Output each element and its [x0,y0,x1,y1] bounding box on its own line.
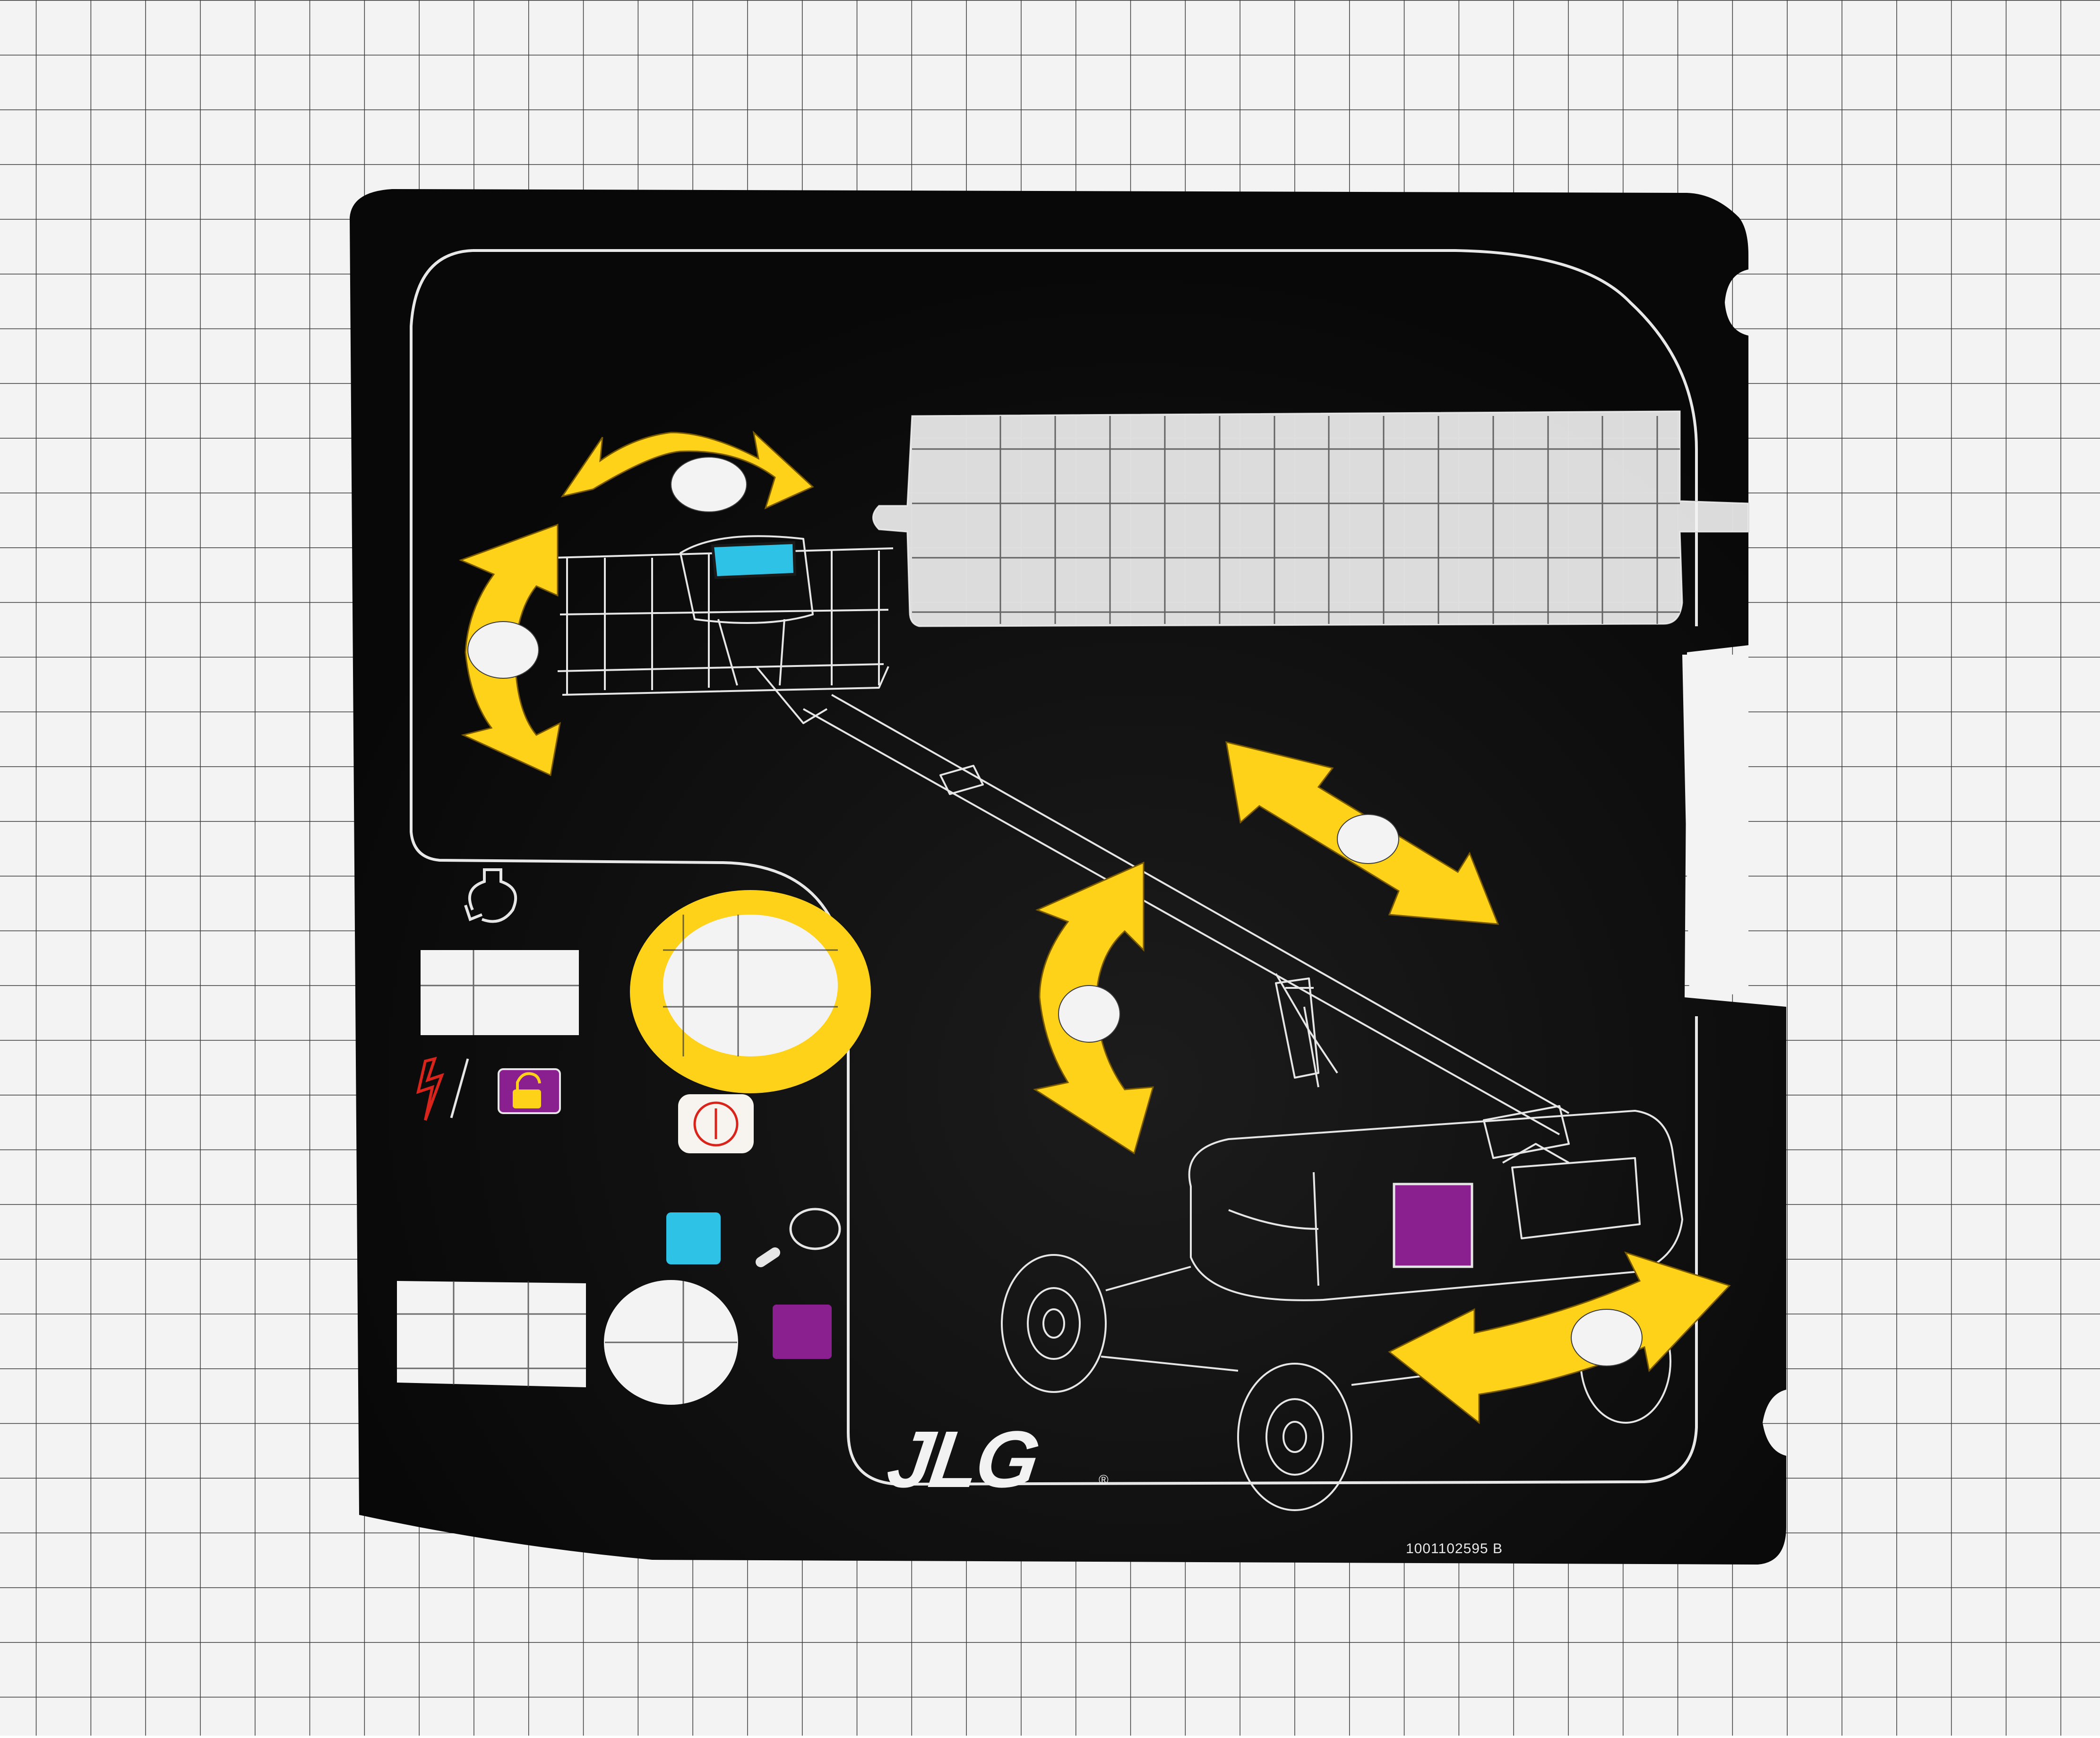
brand-logo: JLG [882,1415,1042,1505]
right-side-cutout [1682,655,1748,995]
function-switch-window[interactable] [397,1281,586,1387]
hole-grid-overlay [397,416,1680,1404]
mode-purple-square [773,1305,832,1359]
emergency-stop-hole[interactable] [663,915,838,1056]
chassis-purple-indicator [1393,1183,1473,1268]
telescope-hole[interactable] [1337,814,1399,864]
platform-cyan-indicator [711,541,797,579]
unlock-icon [498,1068,561,1114]
mode-selector-dash [756,1247,780,1267]
level-hole[interactable] [467,621,539,679]
rotate-hole[interactable] [671,457,747,512]
panel-border-line [410,249,1698,1486]
engine-switch-window[interactable] [421,950,579,1035]
swing-arrow [1388,1251,1731,1425]
power-stop-icon [678,1094,754,1153]
platform-rotate-arrow [560,430,814,510]
display-window-fill [873,411,1748,626]
registered-mark: ® [1099,1472,1109,1487]
mode-cyan-square [666,1212,721,1264]
separator-slash [450,1058,469,1118]
engine-start-icon [464,868,517,923]
boom-hole[interactable] [1058,985,1120,1043]
arrow-holes [467,457,1643,1366]
part-number-label: 1001102595 B [1406,1541,1503,1556]
swing-hole[interactable] [1571,1309,1643,1366]
lightning-icon [416,1056,444,1121]
mode-empty-circle [789,1208,841,1250]
